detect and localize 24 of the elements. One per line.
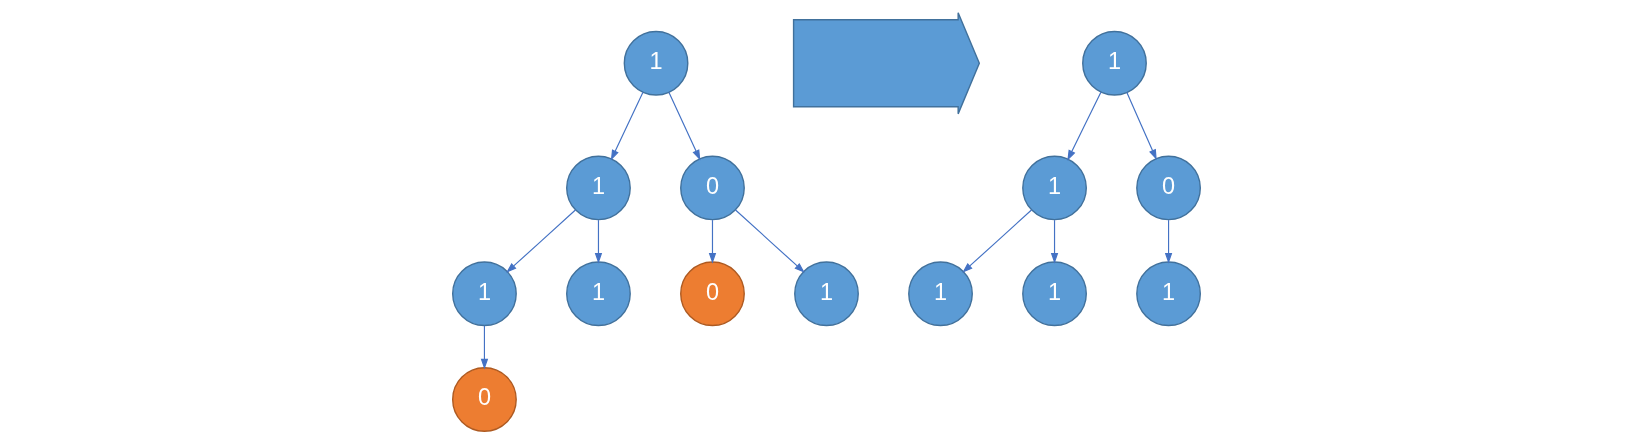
arrow — [1164, 219, 1172, 264]
arrow — [480, 325, 488, 370]
arrow — [667, 91, 700, 161]
node-circle: 1 — [623, 30, 688, 96]
arrow — [961, 209, 1032, 273]
node-circle: 1 — [565, 155, 631, 221]
node-circle: 1 — [565, 261, 631, 327]
arrow — [1050, 219, 1058, 264]
node-arrow — [792, 12, 980, 115]
node-circle: 1 — [1021, 261, 1087, 327]
node-circle: 1 — [1021, 155, 1087, 221]
arrow — [1125, 91, 1157, 161]
node-circle: 1 — [1135, 261, 1201, 327]
node-circle: 0 — [1135, 155, 1201, 221]
arrow — [594, 219, 602, 264]
arrow — [505, 209, 576, 273]
node-circle: 1 — [1081, 30, 1147, 96]
arrow — [610, 91, 643, 161]
node-circle: 0 — [451, 367, 517, 432]
arrow — [708, 219, 716, 264]
node-circle: 0 — [679, 261, 745, 327]
arrow — [1066, 91, 1101, 161]
arrow — [734, 209, 805, 273]
node-circle: 0 — [679, 155, 745, 221]
